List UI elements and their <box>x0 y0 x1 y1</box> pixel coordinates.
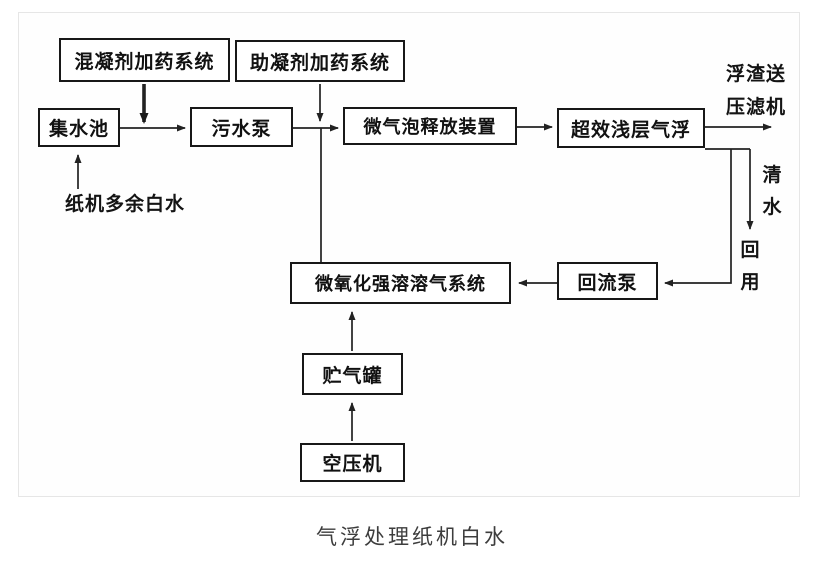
node-collection-tank: 集水池 <box>38 108 120 147</box>
label-clear-water: 清水 <box>762 164 782 218</box>
node-coagulant-aid-dosing-system: 助凝剂加药系统 <box>235 40 405 82</box>
node-return-pump: 回流泵 <box>557 262 658 300</box>
label-scum-to-filter-press-line1: 浮渣送 <box>726 63 787 85</box>
diagram-frame <box>18 12 800 497</box>
label-scum-to-filter-press-line2: 压滤机 <box>726 96 787 118</box>
label-reuse: 回用 <box>740 239 760 293</box>
node-air-storage-tank: 贮气罐 <box>302 353 403 395</box>
diagram-caption: 气浮处理纸机白水 <box>316 525 508 549</box>
node-sewage-pump: 污水泵 <box>190 107 293 147</box>
node-air-compressor: 空压机 <box>300 443 405 482</box>
node-dissolved-air-system: 微氧化强溶溶气系统 <box>290 262 511 304</box>
node-coagulant-dosing-system: 混凝剂加药系统 <box>59 38 230 82</box>
label-feed-white-water: 纸机多余白水 <box>65 193 186 215</box>
node-shallow-air-flotation: 超效浅层气浮 <box>557 108 705 148</box>
node-microbubble-release-device: 微气泡释放装置 <box>343 107 517 145</box>
